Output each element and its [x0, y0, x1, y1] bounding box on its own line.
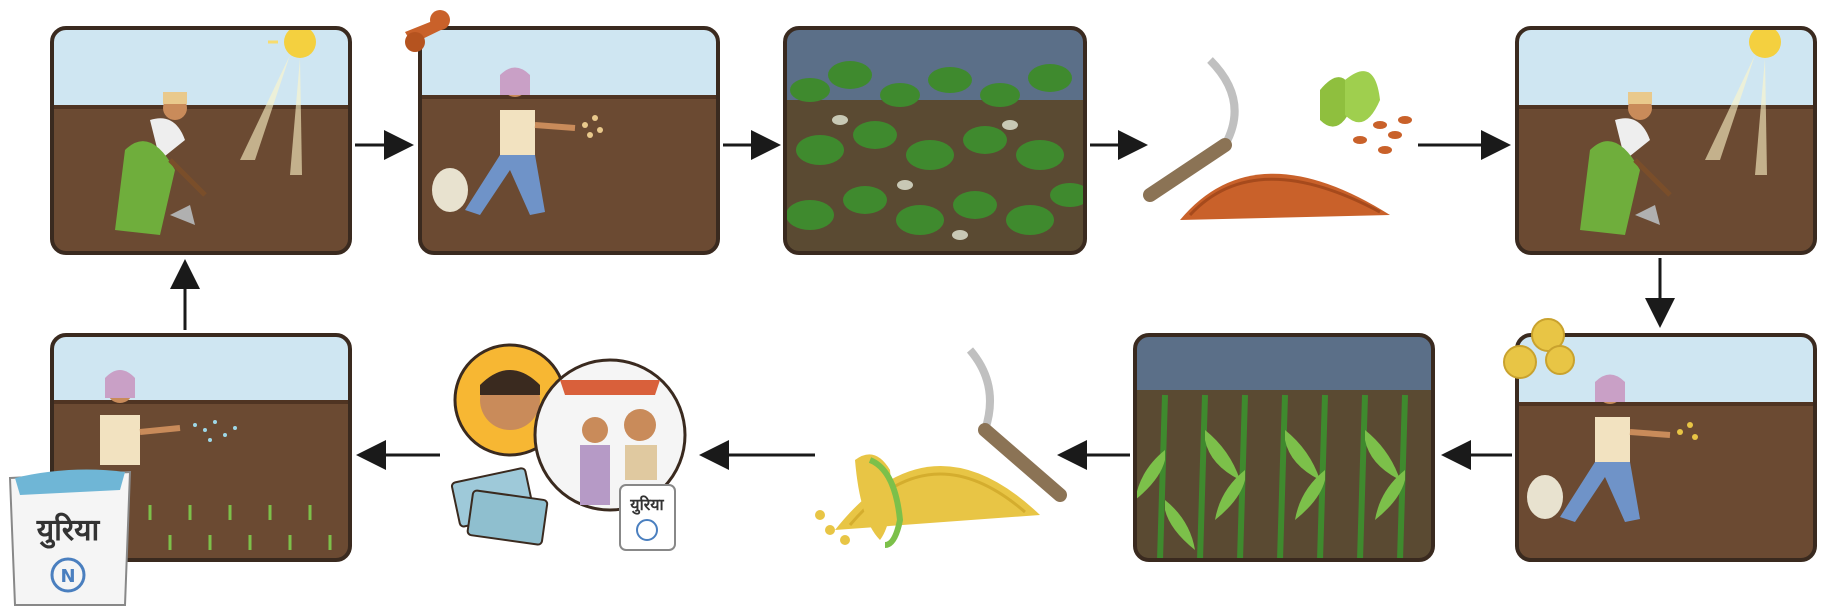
panel-tilling-2 — [1517, 26, 1815, 255]
panel-sowing-legume — [405, 10, 718, 255]
panel-sowing-maize — [1504, 319, 1815, 562]
panel-maize-growing — [1135, 335, 1433, 562]
sickle-lentil-pile-icon — [1150, 60, 1412, 220]
nitrogen-symbol: N — [60, 566, 75, 587]
panel-legume-growing — [785, 28, 1090, 255]
sickle-maize-pile-icon — [815, 350, 1060, 545]
cash-notes-icon — [451, 468, 547, 545]
urea-bag-icon: युरिया N — [10, 470, 130, 605]
urea-bag-label: युरिया — [36, 512, 101, 549]
market-purchase-icon: युरिया — [451, 345, 685, 550]
panel-applying-urea: युरिया N — [10, 335, 350, 605]
urea-bag-label-small: युरिया — [629, 495, 664, 515]
panel-tilling-1 — [52, 10, 350, 255]
